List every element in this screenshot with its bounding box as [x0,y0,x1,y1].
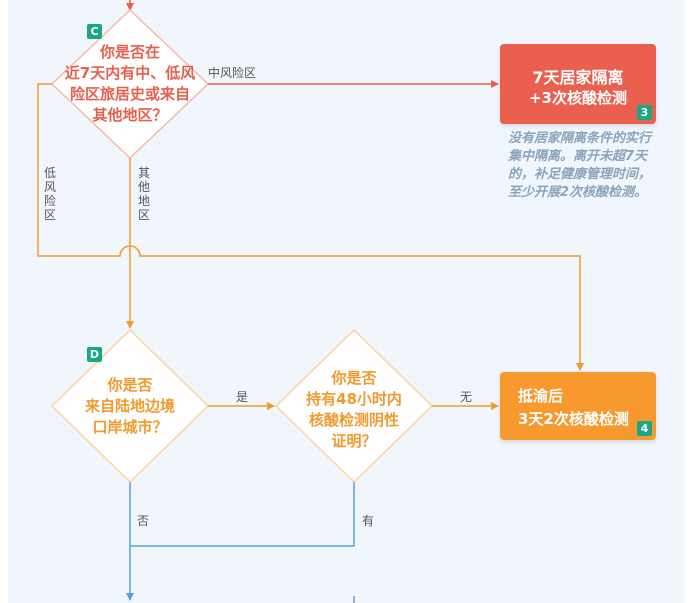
label-no: 否 [137,514,150,528]
diamond-e-text: 你是否 持有48小时内 核酸检测阴性 证明？ [284,368,424,452]
badge-4: 4 [637,421,652,436]
label-mid-risk: 中风险区 [208,66,257,80]
badge-d: D [87,347,102,362]
label-other: 其他地区 [137,166,150,222]
diamond-c-line-3: 险区旅居史或来自 [69,85,190,103]
diamond-d-line-1: 你是否 [107,376,153,394]
diamond-c-line-1: 你是否在 [99,43,160,61]
diamond-e-line-4: 证明？ [331,432,377,450]
arrival-box: 抵渝后 3天2次核酸检测 4 [500,372,656,440]
label-yes: 是 [236,390,249,404]
arrival-line-2: 3天2次核酸检测 [518,410,629,428]
edge-have [130,482,355,547]
diamond-e-line-2: 持有48小时内 [306,390,402,408]
badge-c: C [87,24,102,39]
label-low-risk: 低风险区 [43,166,56,222]
arrival-line-1: 抵渝后 [518,387,564,405]
diamond-c-line-2: 近7天内有中、低风 [64,64,196,82]
diamond-c-text: 你是否在 近7天内有中、低风 险区旅居史或来自 其他地区？ [50,42,210,126]
diamond-d-line-3: 口岸城市？ [92,418,168,436]
quarantine-note: 没有居家隔离条件的实行集中隔离。离开未超7天的，补足健康管理时间，至少开展2次核… [508,131,652,200]
quarantine-line-2: +3次核酸检测 [528,89,627,107]
label-none: 无 [460,390,473,404]
quarantine-line-1: 7天居家隔离 [532,68,624,87]
quarantine-box: 7天居家隔离 +3次核酸检测 3 [500,44,656,124]
diamond-e-line-3: 核酸检测阴性 [308,411,399,429]
diamond-d-line-2: 来自陆地边境 [84,397,175,415]
diamond-c-line-4: 其他地区？ [92,106,168,124]
edge-low-risk [37,83,584,371]
diamond-e-line-1: 你是否 [331,369,377,387]
diamond-d-text: 你是否 来自陆地边境 口岸城市？ [60,375,200,438]
label-have: 有 [362,514,375,528]
badge-3: 3 [637,105,652,120]
